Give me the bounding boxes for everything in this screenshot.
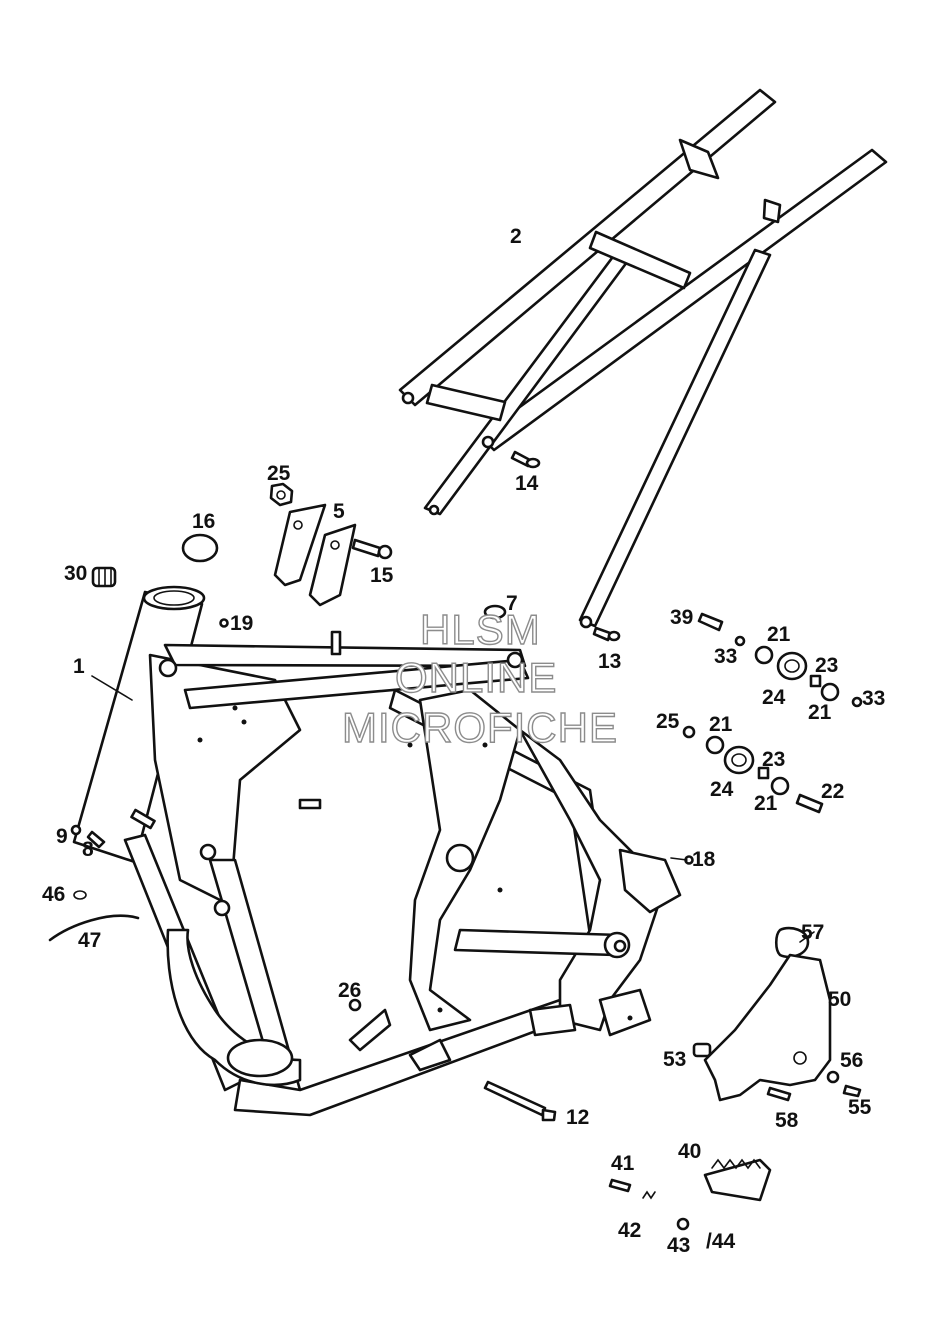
callout-25: 25 bbox=[267, 462, 291, 485]
main-frame bbox=[72, 585, 682, 1117]
rear-subframe bbox=[398, 88, 888, 629]
callout-56: 56 bbox=[840, 1049, 863, 1072]
callout-16: 16 bbox=[192, 510, 215, 533]
callout-47: 47 bbox=[78, 929, 101, 952]
callout-24: 24 bbox=[710, 778, 734, 801]
small-parts bbox=[48, 450, 863, 1231]
callout-1: 1 bbox=[73, 655, 85, 678]
callout-24: 24 bbox=[762, 686, 786, 709]
callout-58: 58 bbox=[775, 1109, 799, 1132]
callout-7: 7 bbox=[506, 592, 518, 615]
callout-40: 40 bbox=[678, 1140, 701, 1163]
watermark-line-1: HLSM bbox=[420, 606, 541, 653]
callout-30: 30 bbox=[64, 562, 87, 585]
callout-labels: 2 25 5 16 30 19 15 14 7 1 13 39 21 33 23… bbox=[42, 225, 885, 1257]
callout-26: 26 bbox=[338, 979, 361, 1002]
callout-21: 21 bbox=[754, 792, 778, 815]
callout-55: 55 bbox=[848, 1096, 872, 1119]
callout-13: 13 bbox=[598, 650, 621, 673]
callout-5: 5 bbox=[333, 500, 345, 523]
leader-lines bbox=[91, 675, 815, 943]
callout-41: 41 bbox=[611, 1152, 635, 1175]
callout-12: 12 bbox=[566, 1106, 589, 1129]
callout-2: 2 bbox=[510, 225, 522, 248]
callout-23: 23 bbox=[762, 748, 785, 771]
callout-33: 33 bbox=[862, 687, 885, 710]
callout-15: 15 bbox=[370, 564, 394, 587]
callout-46: 46 bbox=[42, 883, 65, 906]
callout-50: 50 bbox=[828, 988, 851, 1011]
callout-39: 39 bbox=[670, 606, 693, 629]
watermark: HLSM ONLINE MICROFICHE bbox=[341, 605, 618, 751]
watermark-line-3: MICROFICHE bbox=[342, 704, 618, 751]
callout-18: 18 bbox=[692, 848, 716, 871]
callout-22: 22 bbox=[821, 780, 844, 803]
callout-57: 57 bbox=[801, 921, 824, 944]
callout-9: 9 bbox=[56, 825, 68, 848]
watermark-line-2: ONLINE bbox=[395, 654, 557, 701]
callout-53: 53 bbox=[663, 1048, 686, 1071]
callout-43: 43 bbox=[667, 1234, 690, 1257]
callout-33: 33 bbox=[714, 645, 737, 668]
callout-21: 21 bbox=[709, 713, 733, 736]
callout-21: 21 bbox=[767, 623, 791, 646]
callout-44: /44 bbox=[706, 1230, 736, 1253]
callout-14: 14 bbox=[515, 472, 539, 495]
callout-8: 8 bbox=[82, 838, 94, 861]
callout-21: 21 bbox=[808, 701, 832, 724]
callout-42: 42 bbox=[618, 1219, 641, 1242]
callout-23: 23 bbox=[815, 654, 838, 677]
callout-25: 25 bbox=[656, 710, 680, 733]
callout-19: 19 bbox=[230, 612, 253, 635]
